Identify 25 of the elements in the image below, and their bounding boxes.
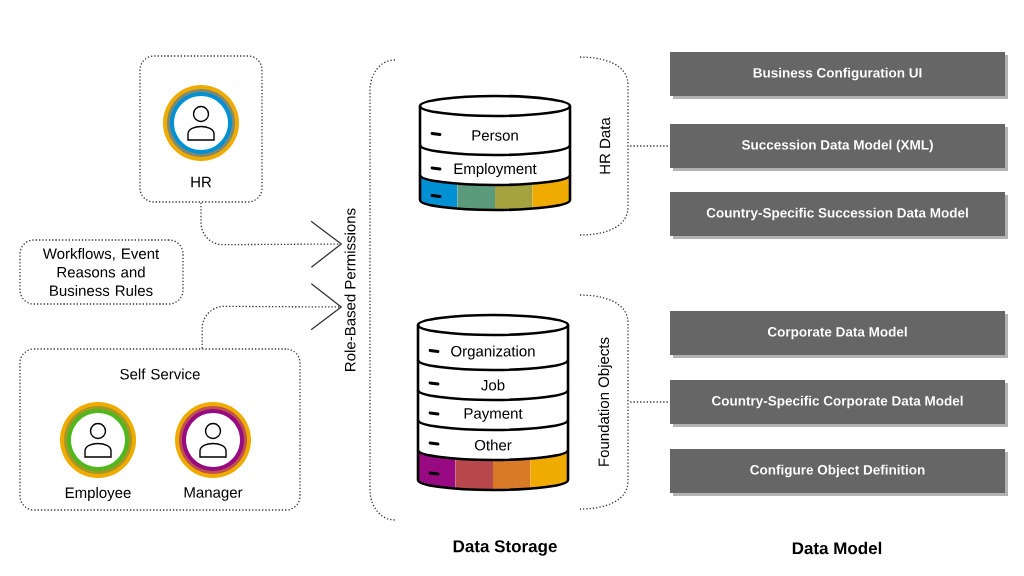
band-label: Job	[481, 379, 505, 391]
group-box: Workflows, Event Reasons and Business Rules	[19, 239, 184, 305]
model-box: Business Configuration UI	[670, 52, 1008, 99]
vertical-label: Foundation Objects	[598, 337, 612, 466]
model-box: Configure Object Definition	[670, 449, 1008, 496]
band-label: Payment	[464, 408, 523, 422]
group-box: HR	[139, 55, 263, 203]
vertical-label: HR Data	[599, 117, 611, 174]
band-label: Employment	[454, 163, 537, 177]
model-box: Country-Specific Corporate Data Model	[670, 380, 1008, 427]
band-label: Organization	[451, 345, 535, 360]
connector	[629, 401, 671, 403]
connector	[629, 145, 671, 147]
model-box: Succession Data Model (XML)	[670, 124, 1008, 171]
model-box: Country-Specific Succession Data Model	[670, 192, 1008, 239]
role-label: Employee	[65, 487, 131, 501]
vertical-label: Role-Based Permissions	[344, 208, 356, 371]
band-label: Person	[472, 130, 518, 141]
model-box: Corporate Data Model	[670, 311, 1008, 358]
band-label: Other	[474, 439, 512, 451]
connector	[200, 202, 343, 268]
section-heading: Data Storage	[453, 540, 557, 556]
connector	[201, 283, 343, 349]
section-heading: Data Model	[792, 541, 882, 555]
role-label: Manager	[184, 487, 243, 501]
